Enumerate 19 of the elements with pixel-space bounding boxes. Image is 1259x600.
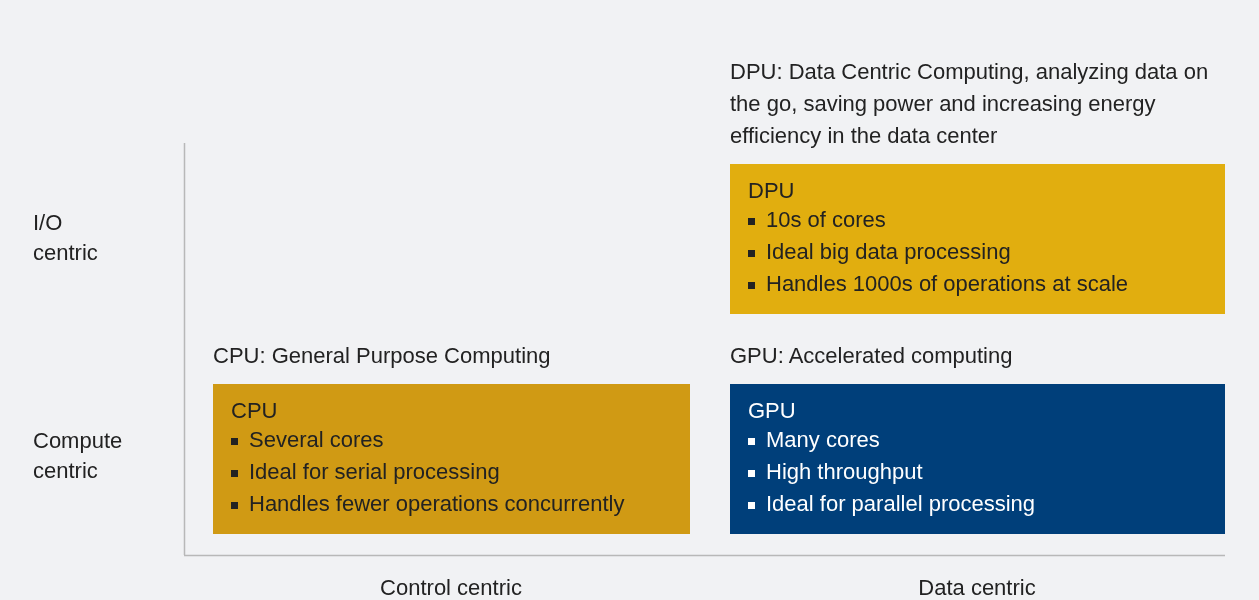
bullet-item: Handles 1000s of operations at scale [748, 268, 1207, 300]
axis-label: I/O centric [33, 209, 99, 267]
quadrant-heading: CPU: General Purpose Computing [213, 342, 552, 370]
card-title: DPU [748, 178, 796, 204]
quadrant-heading: GPU: Accelerated computing [730, 342, 1014, 370]
card-title: GPU [748, 398, 797, 424]
card-title: CPU [231, 398, 279, 424]
bullet-item: Ideal big data processing [748, 236, 1207, 268]
axis-label: Data centric [917, 574, 1037, 600]
bullet-item: Many cores [748, 424, 1207, 456]
quadrant-heading: DPU: Data Centric Computing, analyzing data on the go, saving power and increasing energy efficiency in the data center [730, 58, 1210, 150]
bullet-item: Ideal for serial processing [231, 456, 672, 488]
axis-label: Compute centric [33, 427, 124, 485]
axis-label: Control centric [379, 574, 523, 600]
bullet-item: Ideal for parallel processing [748, 488, 1207, 520]
bullet-item: Several cores [231, 424, 672, 456]
bullet-item: High throughput [748, 456, 1207, 488]
bullet-item: 10s of cores [748, 204, 1207, 236]
bullet-item: Handles fewer operations concurrently [231, 488, 672, 520]
